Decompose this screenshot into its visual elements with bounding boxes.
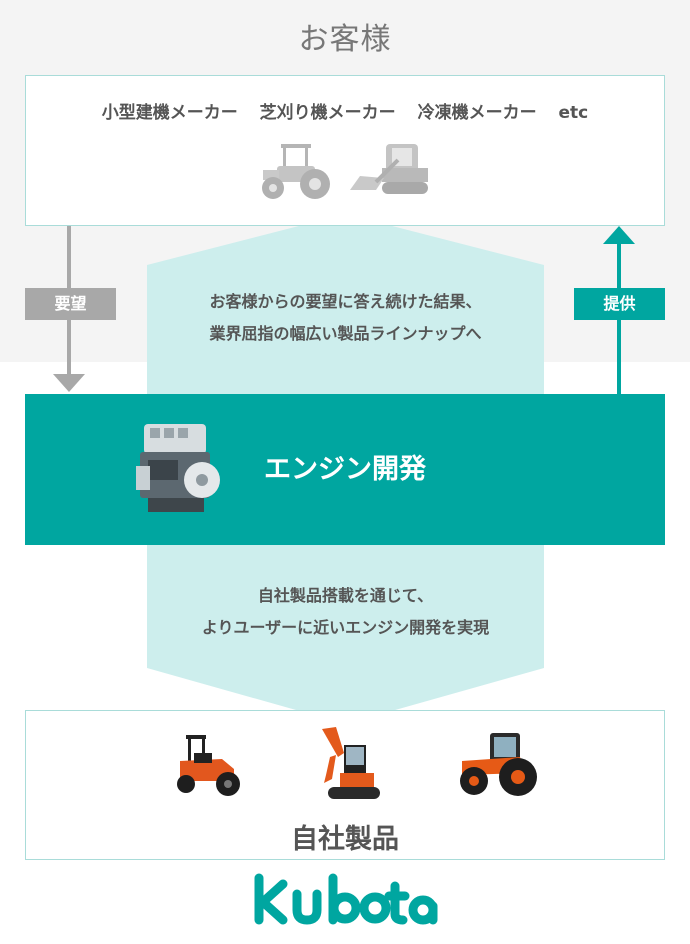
lower-message-line-1: 自社製品搭載を通じて、 <box>257 586 434 605</box>
engine-icon <box>136 424 220 512</box>
customer-item: 冷凍機メーカー <box>417 103 537 123</box>
kubota-logo-mark <box>254 873 438 925</box>
supply-arrow-head <box>603 226 635 244</box>
customer-title: お客様 <box>298 22 392 57</box>
customer-item: etc <box>558 103 589 123</box>
tractor-icon <box>262 144 330 199</box>
engine-development-band: エンジン開発 <box>25 394 665 545</box>
lawn-mower-icon <box>177 735 240 796</box>
upper-message-line-2: 業界屈指の幅広い製品ラインナップへ <box>209 324 482 343</box>
tractor-product-icon <box>460 733 537 796</box>
kubota-logo <box>0 870 690 934</box>
customer-item: 芝刈り機メーカー <box>259 103 396 123</box>
demand-arrow-head <box>53 374 85 392</box>
engine-title: エンジン開発 <box>264 454 426 485</box>
skid-loader-icon <box>350 144 428 194</box>
lower-message-line-2: よりユーザーに近いエンジン開発を実現 <box>201 618 490 637</box>
supply-tag: 提供 <box>574 288 665 320</box>
products-label: 自社製品 <box>291 824 399 855</box>
products-box: 自社製品 <box>25 710 665 860</box>
excavator-icon <box>322 727 380 799</box>
customers-box: 小型建機メーカー 芝刈り機メーカー 冷凍機メーカー etc <box>25 75 665 226</box>
demand-tag: 要望 <box>25 288 116 320</box>
customer-list: 小型建機メーカー 芝刈り機メーカー 冷凍機メーカー etc <box>26 98 664 123</box>
customer-item: 小型建機メーカー <box>101 103 238 123</box>
upper-message-line-1: お客様からの要望に答え続けた結果、 <box>209 292 482 311</box>
